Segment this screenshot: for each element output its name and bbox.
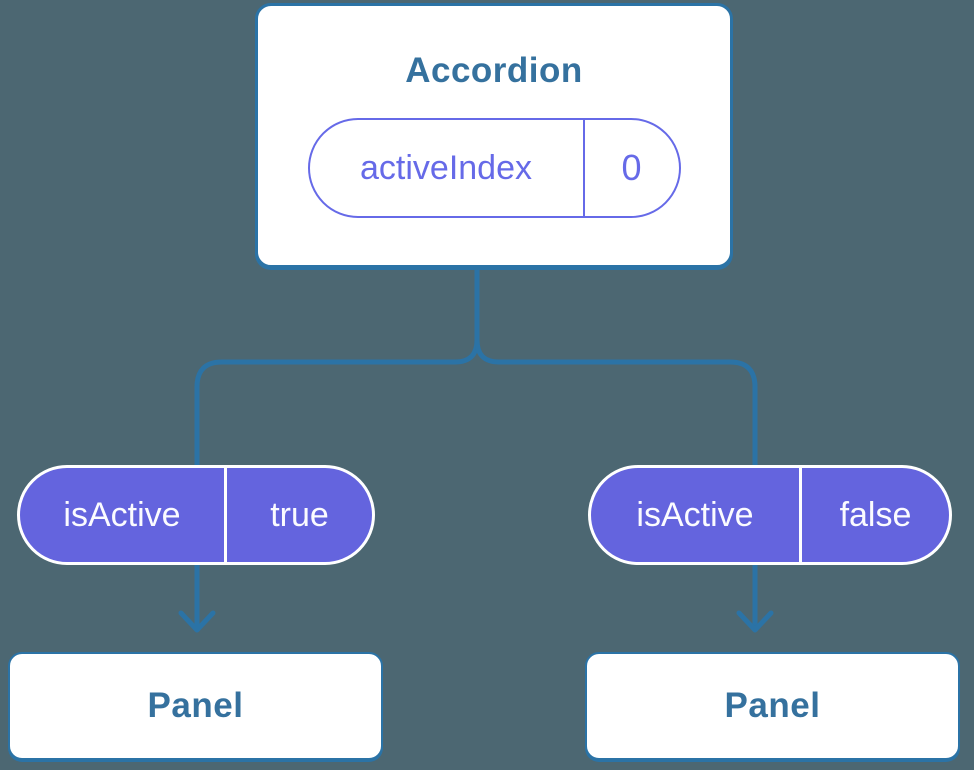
arrow-to-right-panel <box>736 562 774 633</box>
branch-line-left <box>194 263 480 468</box>
branch-line-right <box>474 263 758 468</box>
prop-pill-left-value: true <box>270 495 329 534</box>
panel-node-left-title: Panel <box>147 686 244 725</box>
prop-pill-left-key: isActive <box>20 468 227 562</box>
prop-pill-right-value: false <box>839 495 912 534</box>
panel-node-left: Panel <box>8 652 383 760</box>
prop-pill-right-key: isActive <box>591 468 802 562</box>
prop-pill-right: isActive false <box>588 465 952 565</box>
state-pill-activeindex: activeIndex 0 <box>307 118 681 218</box>
state-pill-key: activeIndex <box>310 120 585 216</box>
arrow-to-left-panel <box>178 562 216 633</box>
accordion-node: Accordion activeIndex 0 <box>255 3 733 268</box>
prop-pill-left: isActive true <box>17 465 375 565</box>
accordion-node-title: Accordion <box>405 51 583 90</box>
panel-node-right: Panel <box>585 652 960 760</box>
state-pill-value: 0 <box>621 147 642 188</box>
panel-node-right-title: Panel <box>724 686 821 725</box>
